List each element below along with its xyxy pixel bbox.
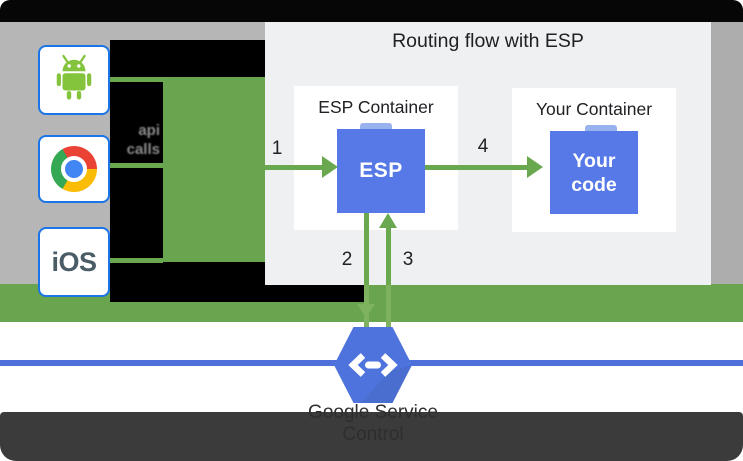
google-service-line2: Control <box>342 424 404 445</box>
your-container-title: Your Container <box>535 99 653 119</box>
your-code-box: Your code <box>550 131 638 214</box>
black-backdrop-top <box>163 40 265 77</box>
bottom-window-band <box>0 412 743 461</box>
chrome-connector-line <box>110 163 163 168</box>
esp-box: ESP <box>337 129 425 213</box>
chrome-icon <box>51 146 97 192</box>
ios-client-box: iOS <box>38 227 110 297</box>
ios-label: iOS <box>51 246 97 277</box>
ingress-green-bar <box>163 77 265 262</box>
your-code-line1: Your <box>572 149 616 172</box>
step-1-label: 1 <box>271 138 283 159</box>
esp-box-label: ESP <box>359 159 403 182</box>
api-calls-label: api calls <box>100 121 160 159</box>
arrow-3-line <box>386 228 391 285</box>
your-code-line2: code <box>571 173 617 196</box>
google-service-label: Google Service Control <box>253 402 493 446</box>
your-code-box-tab <box>585 125 617 135</box>
endpoints-hexagon-icon <box>334 327 412 408</box>
chrome-client-box <box>38 135 110 203</box>
arrow-2-head <box>357 304 375 318</box>
arrow-4-line <box>425 165 527 170</box>
arrow-2-line <box>364 213 369 285</box>
api-calls-line1: api <box>138 122 160 139</box>
api-calls-line2: calls <box>126 141 160 158</box>
arrow-4-head <box>527 156 543 178</box>
arrow-3-line-lower <box>386 285 391 330</box>
left-gray-top-strip <box>0 22 265 40</box>
esp-box-tab <box>360 123 392 133</box>
arrow-1-line <box>265 165 322 170</box>
google-service-line1: Google Service <box>308 402 438 423</box>
step-4-label: 4 <box>477 136 489 157</box>
right-gray-strip <box>711 22 743 284</box>
android-connector-line <box>110 77 163 82</box>
ios-connector-line <box>110 258 163 263</box>
step-2-label: 2 <box>341 249 353 270</box>
android-icon <box>51 53 97 108</box>
esp-container-title: ESP Container <box>318 97 434 117</box>
diagram-title: Routing flow with ESP <box>392 30 584 52</box>
arrow-1-head <box>322 156 338 178</box>
arrow-3-head <box>379 213 397 228</box>
step-3-label: 3 <box>402 249 414 270</box>
android-client-box <box>38 45 110 115</box>
top-window-band <box>0 0 743 22</box>
